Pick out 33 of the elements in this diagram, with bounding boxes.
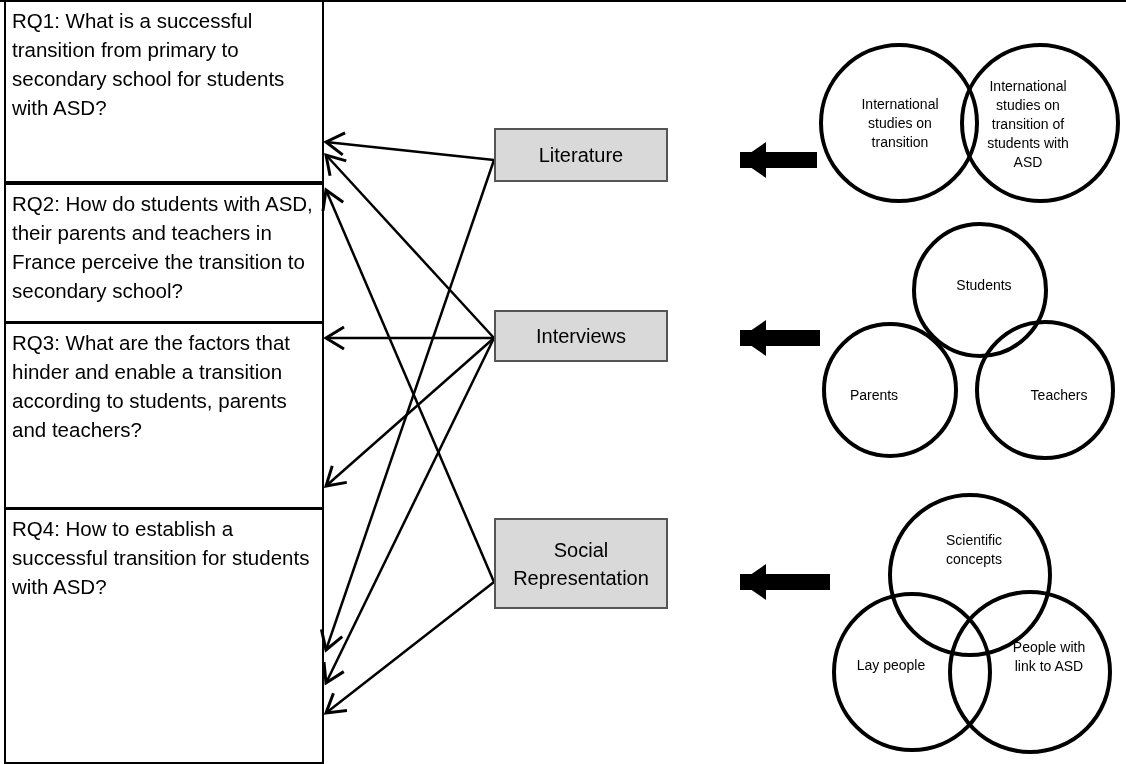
circle-label: Students [955,276,1013,295]
arrow [324,581,495,715]
arrow [324,325,494,351]
arrow [324,131,495,162]
circle-label: International studies on transition [860,95,940,152]
question-box: RQ3: What are the factors that hinder and enable a transition according to students, parents and teachers? [4,322,324,509]
block-arrow [740,320,820,356]
venn-circle [975,320,1115,460]
arrow [321,188,496,583]
method-box: Social Representation [494,518,668,609]
venn-circle [948,590,1112,754]
block-arrow [740,564,830,600]
arrow [322,337,496,685]
circle-label: Teachers [1029,386,1089,405]
venn-circle [822,322,958,458]
circle-label: Scientific concepts [944,531,1003,569]
method-box: Literature [494,128,668,182]
venn-circle [912,222,1048,358]
venn-circle [819,43,979,203]
arrow [319,159,496,652]
method-box: Interviews [494,310,668,362]
circle-label: Parents [848,386,900,405]
circle-label: International studies on transition of students with ASD [986,77,1070,172]
question-box: RQ1: What is a successful transition from primary to secondary school for students with ASD? [4,0,324,183]
circle-label: Lay people [855,656,927,675]
circle-label: People with link to ASD [1011,638,1087,676]
arrow [324,153,495,339]
block-arrow [740,142,817,178]
arrow [324,337,495,488]
question-box: RQ2: How do students with ASD, their parents and teachers in France perceive the transition to secondary school? [4,183,324,323]
venn-circle [832,592,992,752]
question-box: RQ4: How to establish a successful transition for students with ASD? [4,508,324,764]
venn-circle [960,43,1120,203]
